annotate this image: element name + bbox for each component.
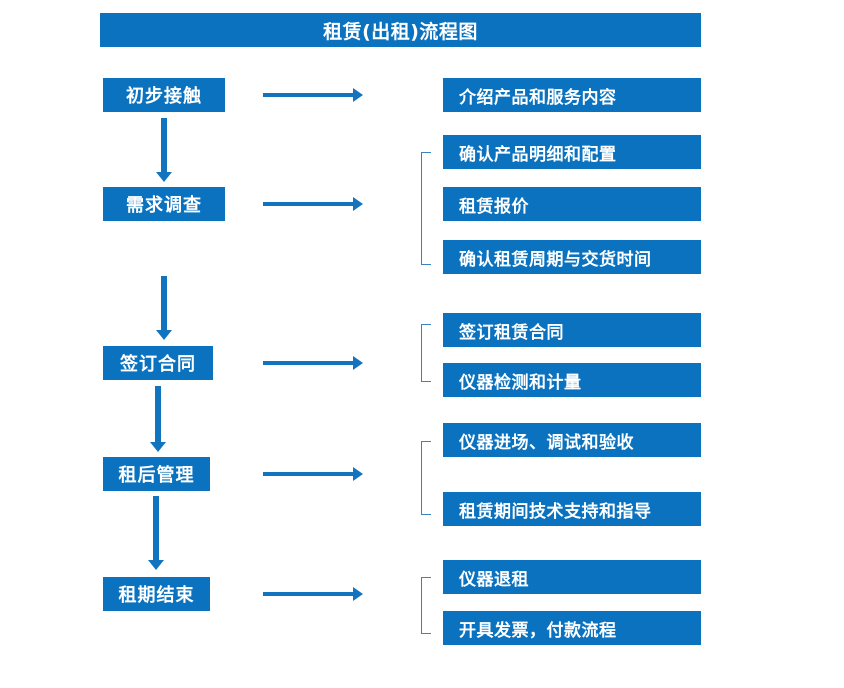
arrow-head xyxy=(353,467,363,481)
flow-arrow-down-2 xyxy=(156,276,172,340)
stage-node-租期结束[interactable]: 租期结束 xyxy=(103,577,210,611)
stage-node-初步接触[interactable]: 初步接触 xyxy=(103,78,225,112)
detail-node-仪器进场调试和验收[interactable]: 仪器进场、调试和验收 xyxy=(443,423,701,457)
detail-node-仪器退租[interactable]: 仪器退租 xyxy=(443,560,701,594)
detail-arrow-right-3 xyxy=(263,356,363,370)
detail-node-仪器检测和计量[interactable]: 仪器检测和计量 xyxy=(443,363,701,397)
group-bracket-签订合同 xyxy=(421,324,431,382)
arrow-shaft xyxy=(263,592,354,596)
arrow-head xyxy=(148,560,164,570)
arrow-head xyxy=(156,172,172,182)
detail-arrow-right-5 xyxy=(263,587,363,601)
arrow-head xyxy=(353,356,363,370)
stage-node-需求调查[interactable]: 需求调查 xyxy=(103,187,225,221)
arrow-shaft xyxy=(263,93,354,97)
arrow-head xyxy=(353,88,363,102)
stage-node-租后管理[interactable]: 租后管理 xyxy=(103,457,210,491)
group-bracket-租期结束 xyxy=(421,577,431,634)
detail-node-确认租赁周期与交货时间[interactable]: 确认租赁周期与交货时间 xyxy=(443,240,701,274)
flow-arrow-down-4 xyxy=(148,496,164,570)
arrow-shaft xyxy=(153,496,159,561)
detail-node-确认产品明细和配置[interactable]: 确认产品明细和配置 xyxy=(443,135,701,169)
arrow-head xyxy=(353,587,363,601)
detail-node-签订租赁合同[interactable]: 签订租赁合同 xyxy=(443,313,701,347)
stage-node-签订合同[interactable]: 签订合同 xyxy=(103,346,213,380)
arrow-shaft xyxy=(161,276,167,331)
detail-arrow-right-4 xyxy=(263,467,363,481)
detail-node-介绍产品和服务内容[interactable]: 介绍产品和服务内容 xyxy=(443,78,701,112)
arrow-shaft xyxy=(263,361,354,365)
group-bracket-需求调查 xyxy=(421,152,431,265)
group-bracket-租后管理 xyxy=(421,441,431,515)
flowchart-title: 租赁(出租)流程图 xyxy=(100,13,701,47)
detail-node-租赁期间技术支持和指导[interactable]: 租赁期间技术支持和指导 xyxy=(443,492,701,526)
detail-node-开具发票付款流程[interactable]: 开具发票，付款流程 xyxy=(443,611,701,645)
arrow-shaft xyxy=(161,118,167,173)
flow-arrow-down-3 xyxy=(150,386,166,452)
arrow-head xyxy=(353,197,363,211)
detail-node-租赁报价[interactable]: 租赁报价 xyxy=(443,187,701,221)
arrow-head xyxy=(156,330,172,340)
arrow-shaft xyxy=(263,202,354,206)
detail-arrow-right-1 xyxy=(263,88,363,102)
arrow-head xyxy=(150,442,166,452)
detail-arrow-right-2 xyxy=(263,197,363,211)
arrow-shaft xyxy=(263,472,354,476)
flow-arrow-down-1 xyxy=(156,118,172,182)
arrow-shaft xyxy=(155,386,161,443)
